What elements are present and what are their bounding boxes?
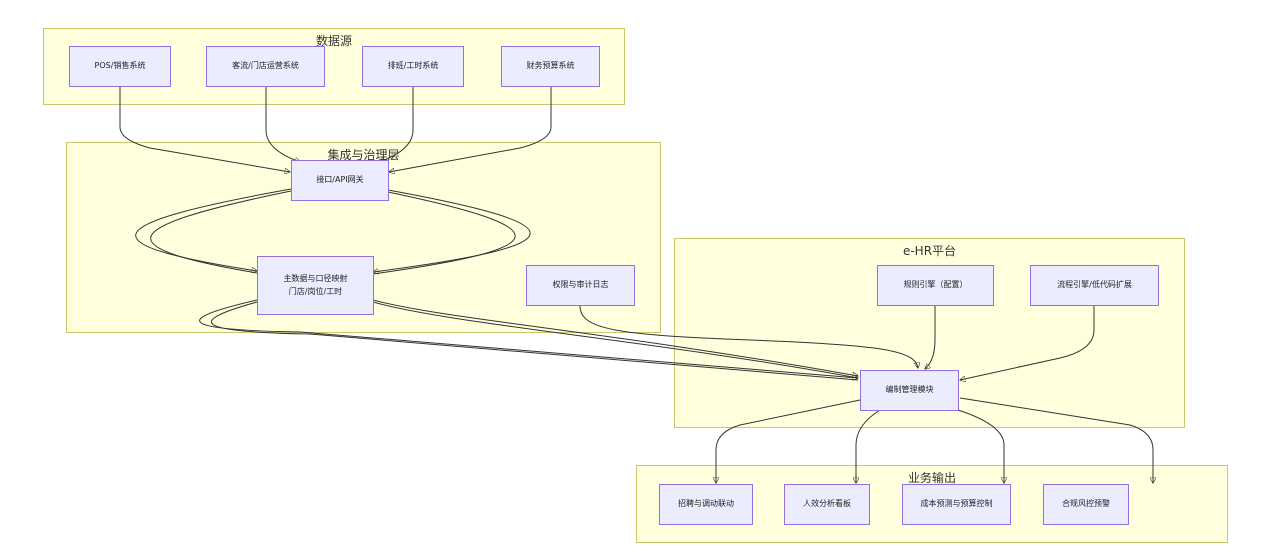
edge-finance-to-gateway [389,87,552,172]
edge-audit-to-headcount [579,305,918,368]
edge-workflow-to-headcount [960,306,1095,380]
edge-master-to-headcount-d [372,301,859,379]
node-label: 流程引擎/低代码扩展 [1057,280,1132,290]
node-audit-log[interactable]: 权限与审计日志 [526,265,635,306]
node-traffic-system[interactable]: 客流/门店运营系统 [206,46,325,87]
node-label-line2: 门店/岗位/工时 [288,286,343,296]
edge-headcount-to-analytics [856,409,881,483]
edge-scheduling-to-gateway [379,87,414,162]
edge-master-to-headcount-c [372,299,858,376]
node-label: 招聘与调动联动 [678,499,734,509]
node-label: 编制管理模块 [885,385,934,395]
edge-gateway-to-master-d [372,191,516,275]
node-workflow-engine[interactable]: 流程引擎/低代码扩展 [1030,265,1159,306]
node-label: 客流/门店运营系统 [232,61,299,71]
edge-master-to-headcount-a [199,299,858,378]
cluster-title-ehr: e-HR平台 [902,244,957,258]
node-finance-system[interactable]: 财务预算系统 [501,46,600,87]
edge-gateway-to-master-b [150,190,292,274]
edge-master-to-headcount-b [210,301,859,381]
node-master-data[interactable]: 主数据与口径映射 门店/岗位/工时 [257,256,374,315]
node-label: 接口/API网关 [316,175,364,185]
node-label: 权限与审计日志 [552,280,609,290]
edge-gateway-to-master-c [373,189,531,272]
node-label: POS/销售系统 [94,61,146,71]
node-analytics-dashboard[interactable]: 人效分析看板 [784,484,870,525]
cluster-title-datasource: 数据源 [315,34,352,48]
edge-rule-to-headcount [925,305,936,369]
edge-headcount-to-recruit [716,399,861,483]
node-label: 人效分析看板 [803,499,851,509]
edge-headcount-to-cost [957,409,1004,483]
edge-gateway-to-master-a [135,188,292,271]
cluster-title-output: 业务输出 [907,471,956,485]
node-label: 财务预算系统 [526,61,575,71]
edge-headcount-to-compliance [959,397,1153,483]
node-label: 合规风控预警 [1062,499,1110,509]
node-compliance-alert[interactable]: 合规风控预警 [1043,484,1129,525]
node-scheduling-system[interactable]: 排班/工时系统 [362,46,464,87]
edge-traffic-to-gateway [265,87,300,162]
edge-pos-to-gateway [119,87,290,172]
node-recruit-transfer[interactable]: 招聘与调动联动 [659,484,753,525]
node-label: 成本预测与预算控制 [920,499,993,509]
node-label: 排班/工时系统 [387,61,439,71]
node-api-gateway[interactable]: 接口/API网关 [291,160,389,201]
node-label: 规则引擎（配置） [903,280,968,290]
node-rule-engine[interactable]: 规则引擎（配置） [877,265,994,306]
node-pos-system[interactable]: POS/销售系统 [69,46,171,87]
node-label-line1: 主数据与口径映射 [283,273,348,283]
node-headcount-module[interactable]: 编制管理模块 [860,370,959,411]
node-cost-forecast[interactable]: 成本预测与预算控制 [902,484,1011,525]
